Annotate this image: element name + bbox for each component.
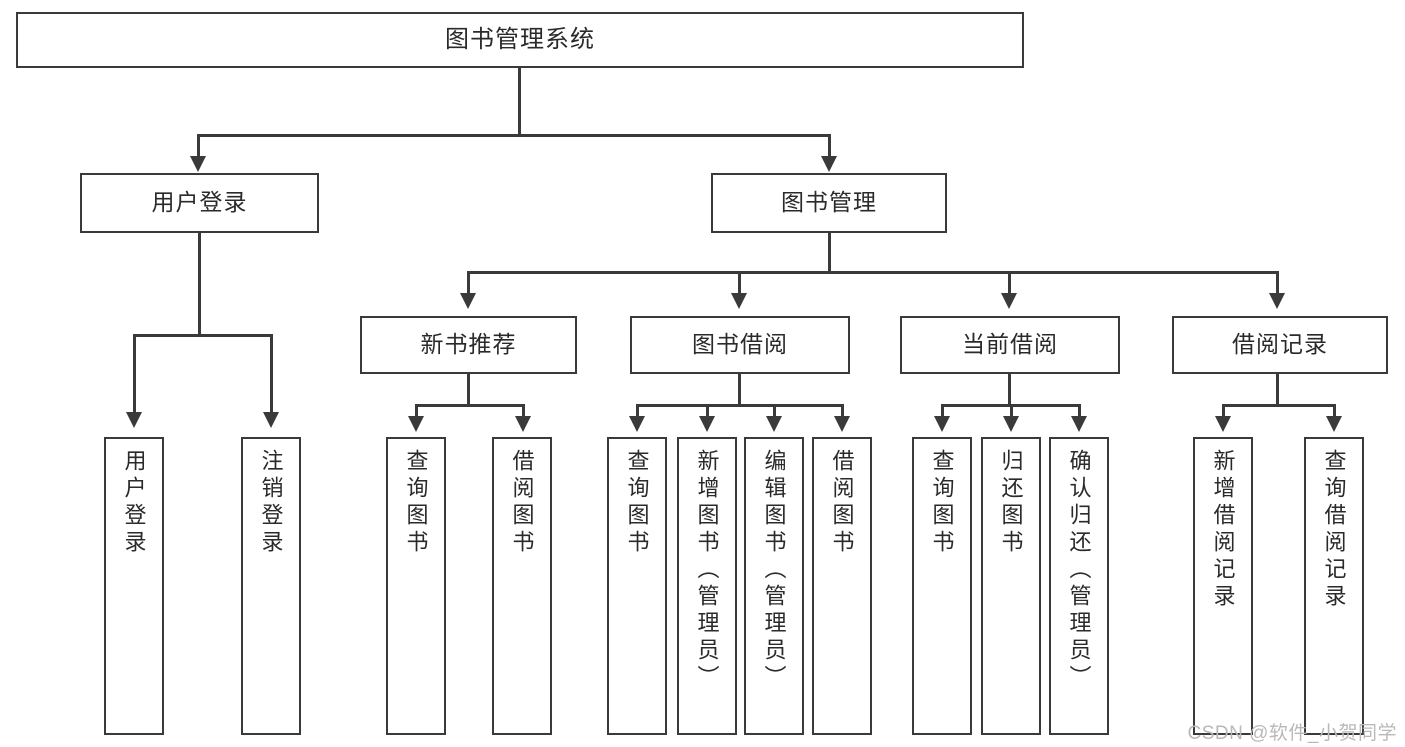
leaf-label: 用户登录 [121,449,147,557]
connector-user-login-stem [198,233,201,336]
leaf-query-book-new-recommend[interactable]: 查询图书 [386,437,446,735]
leaf-label: 编辑图书（管理员） [761,449,787,692]
node-label: 图书借阅 [692,331,788,358]
leaf-label: 新增图书（管理员） [694,449,720,692]
arrow-to-logout-leaf [263,412,279,428]
leaf-edit-book-admin[interactable]: 编辑图书（管理员） [744,437,804,735]
arrow-to-edit-book [766,416,782,432]
connector-br-l1 [1222,404,1225,418]
leaf-label: 归还图书 [998,449,1024,557]
node-user-login[interactable]: 用户登录 [80,173,319,233]
arrow-to-book-borrow [731,293,747,309]
node-label: 当前借阅 [962,331,1058,358]
connector-bm-to-new-book [467,271,470,297]
arrow-to-current-borrow [1001,293,1017,309]
connector-bm-to-book-borrow [738,271,741,297]
arrow-to-return-book [1003,416,1019,432]
arrow-to-add-borrow-record [1215,416,1231,432]
leaf-query-borrow-record[interactable]: 查询借阅记录 [1304,437,1364,735]
connector-new-book-l2 [522,404,525,418]
leaf-confirm-return-admin[interactable]: 确认归还（管理员） [1049,437,1109,735]
connector-root-stem [518,68,521,136]
connector-book-management-bar [467,271,1279,274]
leaf-label: 查询图书 [929,449,955,557]
arrow-to-query-book-cb [934,416,950,432]
connector-root-to-book-management [828,134,831,160]
connector-root-to-user-login [197,134,200,160]
node-current-borrow[interactable]: 当前借阅 [900,316,1120,374]
connector-current-borrow-stem [1008,374,1011,406]
connector-user-login-right [270,334,273,416]
connector-book-borrow-bar [636,404,844,407]
node-label: 图书管理系统 [445,25,595,53]
connector-user-login-left [133,334,136,416]
arrow-to-add-book [699,416,715,432]
leaf-add-borrow-record[interactable]: 新增借阅记录 [1193,437,1253,735]
connector-cb-l1 [941,404,944,418]
leaf-query-book-borrow[interactable]: 查询图书 [607,437,667,735]
leaf-label: 查询图书 [624,449,650,557]
connector-borrow-record-bar [1222,404,1336,407]
leaf-label: 借阅图书 [829,449,855,557]
connector-book-borrow-stem [738,374,741,406]
node-book-management[interactable]: 图书管理 [711,173,947,233]
node-book-borrow[interactable]: 图书借阅 [630,316,850,374]
arrow-to-query-book-nb [408,416,424,432]
node-label: 借阅记录 [1232,331,1328,358]
connector-new-book-l1 [415,404,418,418]
connector-root-bar [197,134,831,137]
connector-bm-to-borrow-record [1276,271,1279,297]
connector-book-management-stem [828,233,831,273]
leaf-user-login[interactable]: 用户登录 [104,437,164,735]
connector-user-login-bar [133,334,273,337]
arrow-to-borrow-record [1269,293,1285,309]
arrow-to-borrow-book-bb [834,416,850,432]
leaf-label: 查询图书 [403,449,429,557]
arrow-to-query-borrow-record [1326,416,1342,432]
node-borrow-record[interactable]: 借阅记录 [1172,316,1388,374]
node-label: 用户登录 [151,189,248,216]
connector-bb-l3 [773,404,776,418]
arrow-to-book-management [821,156,837,172]
connector-bb-l4 [841,404,844,418]
node-new-book-recommend[interactable]: 新书推荐 [360,316,577,374]
connector-new-book-stem [467,374,470,406]
node-label: 图书管理 [781,189,877,216]
leaf-borrow-book[interactable]: 借阅图书 [812,437,872,735]
leaf-label: 新增借阅记录 [1210,449,1236,611]
leaf-label: 借阅图书 [509,449,535,557]
arrow-to-new-book-recommend [460,293,476,309]
arrow-to-borrow-book-nb [515,416,531,432]
connector-br-l2 [1333,404,1336,418]
connector-new-book-bar [415,404,525,407]
leaf-return-book[interactable]: 归还图书 [981,437,1041,735]
connector-bb-l1 [636,404,639,418]
leaf-query-book-current[interactable]: 查询图书 [912,437,972,735]
connector-bb-l2 [706,404,709,418]
connector-borrow-record-stem [1276,374,1279,406]
leaf-add-book-admin[interactable]: 新增图书（管理员） [677,437,737,735]
leaf-label: 查询借阅记录 [1321,449,1347,611]
leaf-label: 确认归还（管理员） [1066,449,1092,692]
connector-bm-to-current-borrow [1008,271,1011,297]
arrow-to-user-login [190,156,206,172]
arrow-to-confirm-return [1071,416,1087,432]
connector-cb-l3 [1078,404,1081,418]
arrow-to-query-book-bb [629,416,645,432]
arrow-to-user-login-leaf [126,412,142,428]
leaf-borrow-book-new-recommend[interactable]: 借阅图书 [492,437,552,735]
node-root-book-management-system[interactable]: 图书管理系统 [16,12,1024,68]
csdn-watermark: CSDN @软件_小贺同学 [1187,723,1397,744]
leaf-logout[interactable]: 注销登录 [241,437,301,735]
connector-cb-l2 [1010,404,1013,418]
node-label: 新书推荐 [420,331,517,358]
leaf-label: 注销登录 [258,449,284,557]
